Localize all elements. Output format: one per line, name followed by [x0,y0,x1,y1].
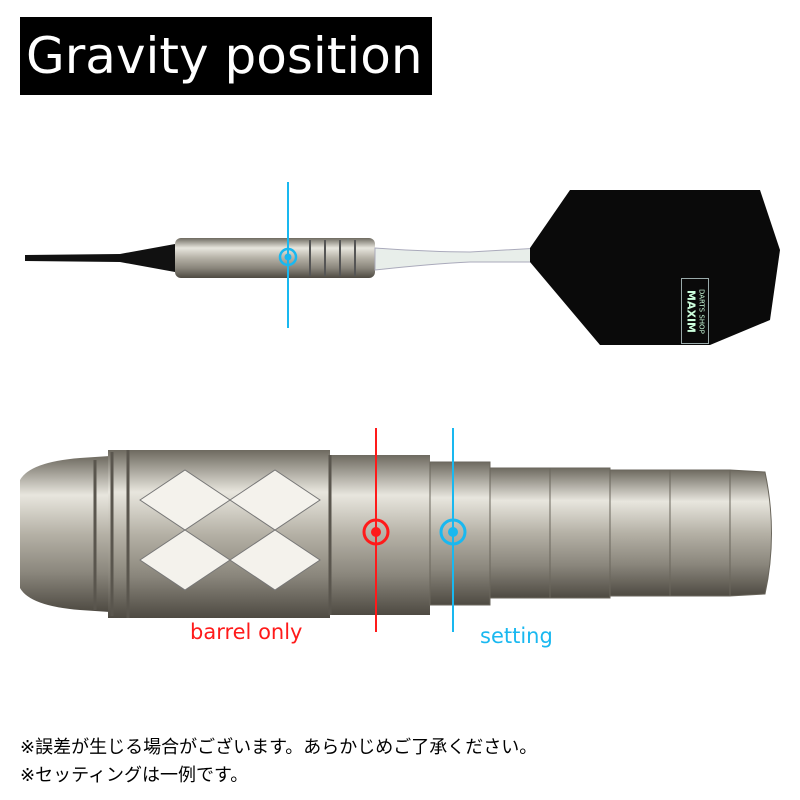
setting-gravity-marker [439,518,467,546]
dart-flight [530,190,780,345]
note-setting: ※セッティングは一例です。 [20,765,249,786]
dart-tip [25,244,175,272]
setting-label: setting [480,624,553,648]
dart-barrel [175,238,375,278]
flight-logo-line1: DARTS SHOP [697,288,706,334]
page-title: Gravity position [20,17,432,95]
full-dart [25,182,780,345]
dart-shaft [374,247,541,271]
barrel-only-label: barrel only [190,620,303,644]
flight-logo-line2: MAXIM [684,289,698,333]
barrel-closeup [20,428,772,632]
note-error: ※誤差が生じる場合がございます。あらかじめご了承ください。 [20,737,538,758]
barrel-only-gravity-marker [362,518,390,546]
flight-logo: DARTS SHOP MAXIM [681,278,709,344]
